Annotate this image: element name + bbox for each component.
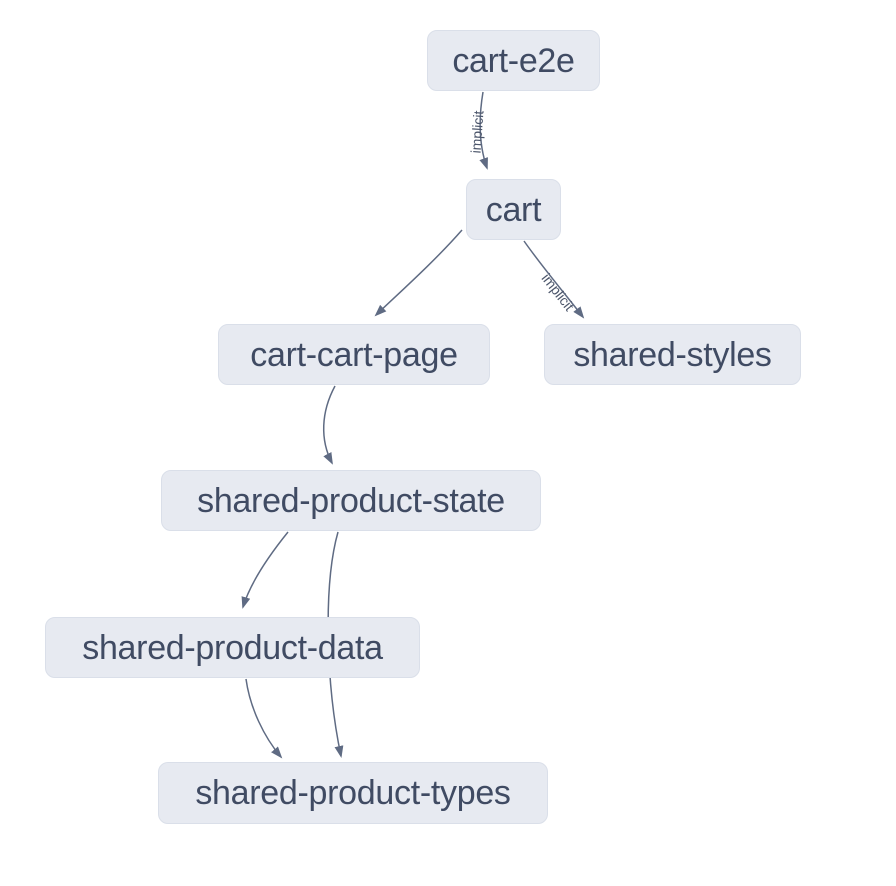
node-shared-product-state[interactable]: shared-product-state (161, 470, 541, 531)
edge-cart-cart-page-to-shared-product-state (323, 385, 336, 465)
edge-cart-to-cart-cart-page (374, 229, 463, 317)
edge-cart-to-shared-styles (523, 240, 585, 319)
node-shared-product-types[interactable]: shared-product-types (158, 762, 548, 824)
node-shared-styles[interactable]: shared-styles (544, 324, 801, 385)
edge-shared-product-data-to-shared-product-types (245, 678, 283, 759)
node-shared-product-data[interactable]: shared-product-data (45, 617, 420, 678)
node-cart-cart-page[interactable]: cart-cart-page (218, 324, 490, 385)
edge-cart-e2e-to-cart (479, 91, 488, 170)
node-cart[interactable]: cart (466, 179, 561, 240)
edge-shared-product-state-to-shared-product-data (241, 531, 289, 609)
node-cart-e2e[interactable]: cart-e2e (427, 30, 600, 91)
